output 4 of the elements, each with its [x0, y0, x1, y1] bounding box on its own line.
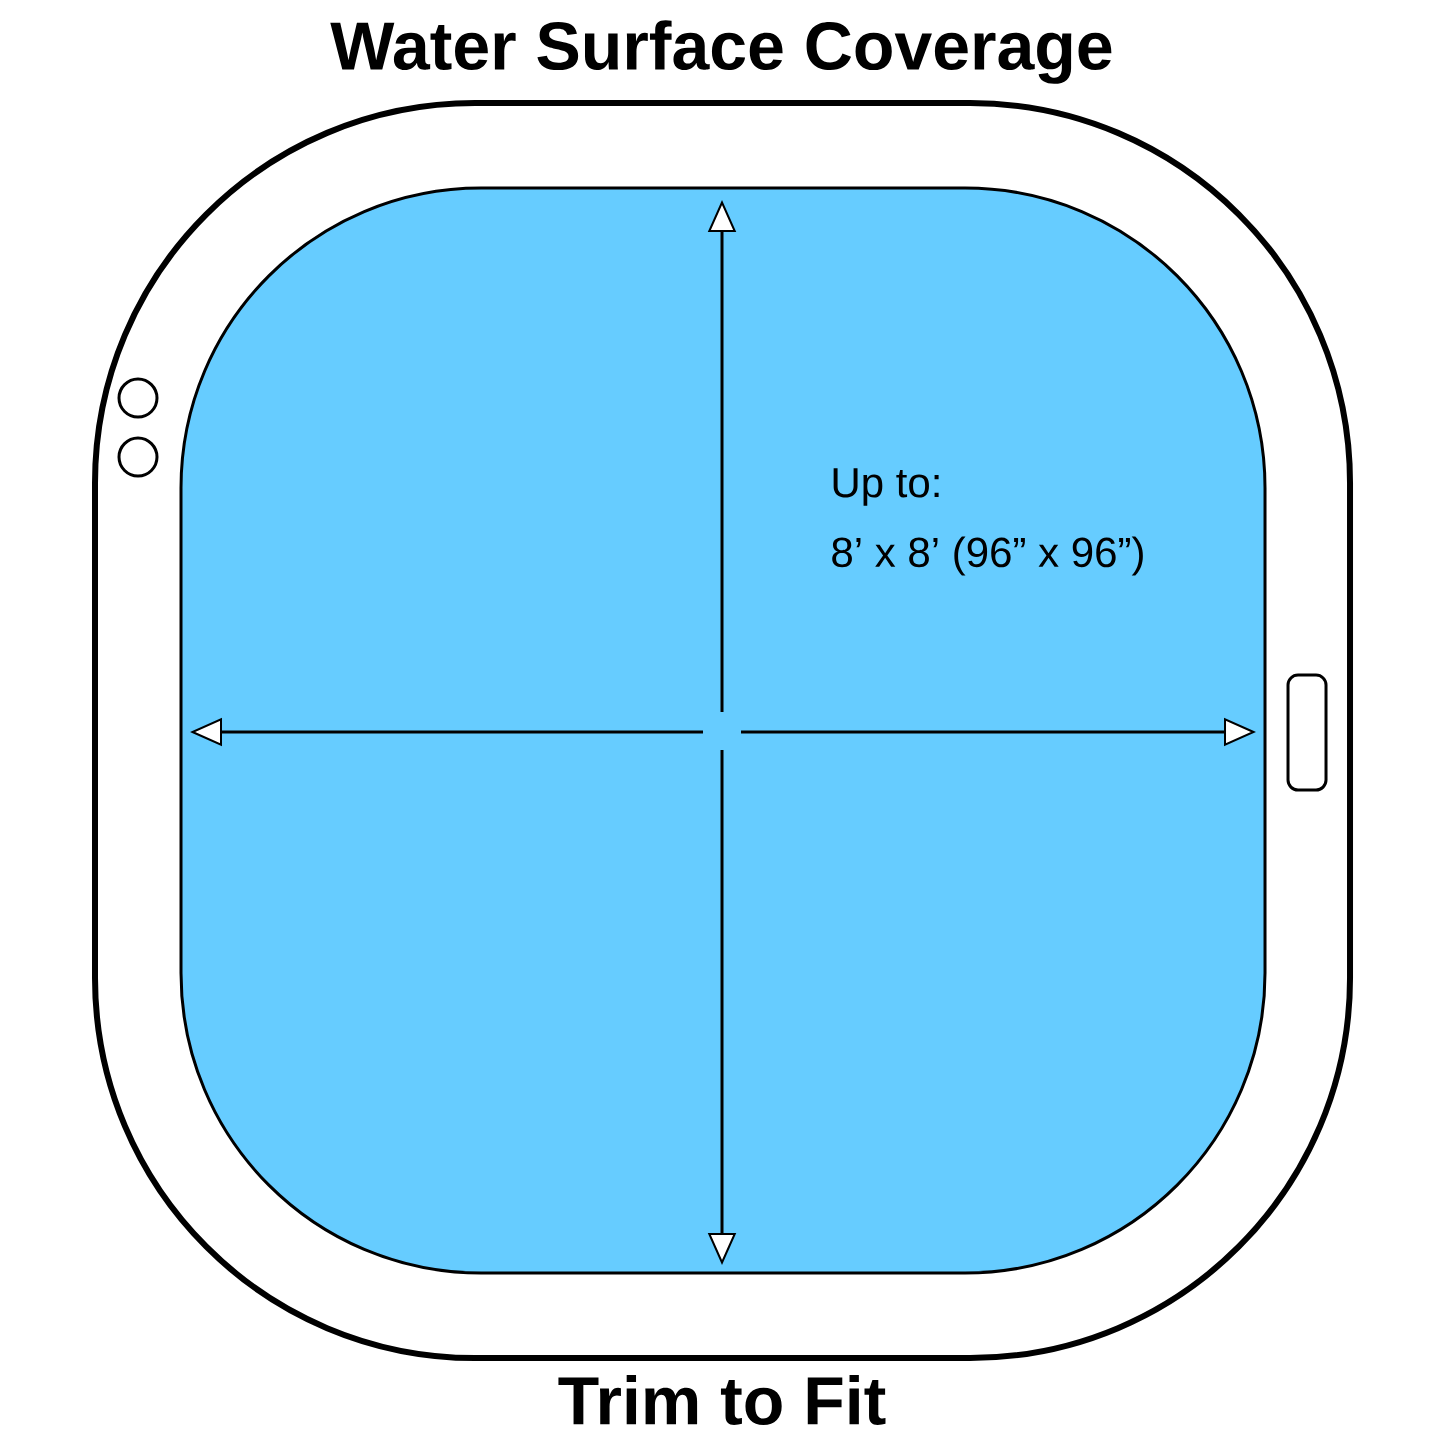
dimension-label: Up to:	[833, 468, 939, 506]
dimension-label: 8’ x 8’ (96” x 96”)	[832, 536, 1143, 576]
caption: Trim to Fit	[558, 1375, 886, 1425]
title: Water Surface Coverage	[330, 20, 1112, 84]
